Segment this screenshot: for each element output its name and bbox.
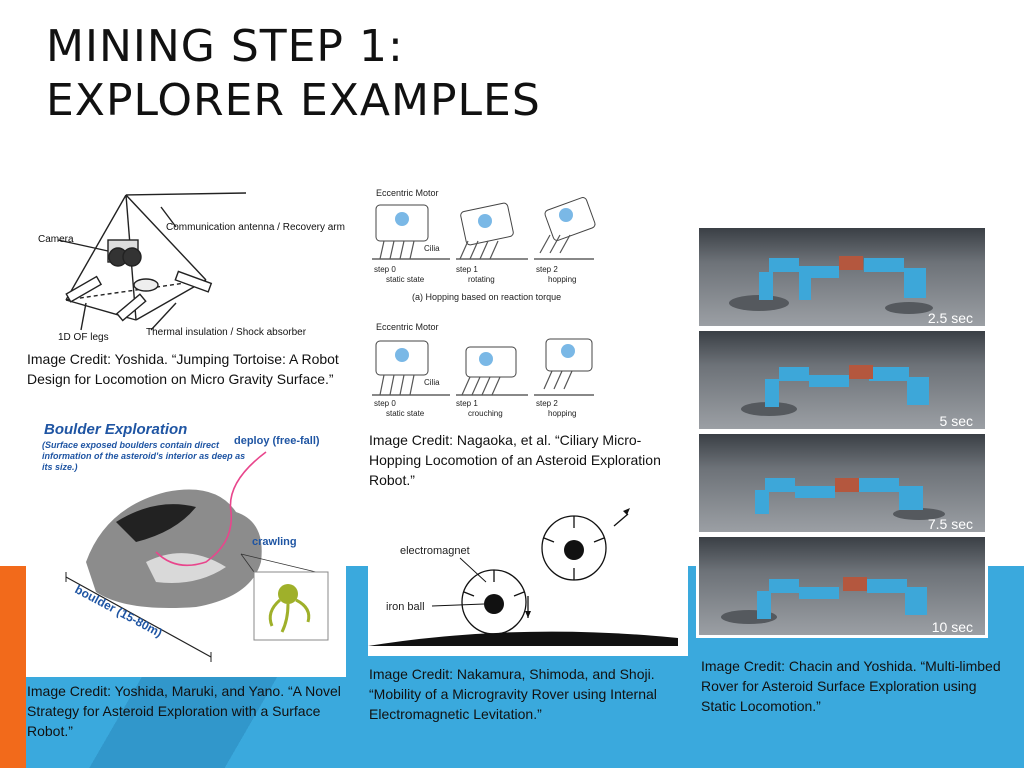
deploy-label: deploy (free-fall): [234, 435, 320, 447]
tortoise-diagram: Camera Communication antenna / Recovery …: [38, 192, 345, 343]
thermal-label: Thermal insulation / Shock absorber: [146, 327, 307, 338]
levitation-diagram: electromagnet iron ball: [368, 508, 678, 646]
title-line-2: EXPLORER EXAMPLES: [46, 75, 541, 126]
antenna-label: Communication antenna / Recovery arm: [166, 222, 345, 233]
frame-3-time: 7.5 sec: [928, 516, 973, 532]
caption-nagaoka: Image Credit: Nagaoka, et al. “Ciliary M…: [369, 432, 661, 488]
frame-1-time: 2.5 sec: [928, 310, 973, 326]
caption-yoshida-maruki-yano: Image Credit: Yoshida, Maruki, and Yano.…: [27, 683, 341, 739]
cilia-label-top: Cilia: [424, 244, 440, 253]
step-bottom-1: step 1: [456, 399, 478, 408]
cilia-label-bottom: Cilia: [424, 378, 440, 387]
rover-frame-4: 10 sec: [699, 537, 985, 635]
camera-label: Camera: [38, 234, 74, 245]
figure-electromagnetic-levitation: electromagnet iron ball: [368, 494, 688, 656]
step-bottom-0-name: static state: [386, 409, 425, 418]
electromagnet-label: electromagnet: [400, 545, 470, 557]
figure-boulder-exploration: Boulder Exploration (Surface exposed bou…: [26, 412, 346, 677]
boulder-subheading: (Surface exposed boulders contain direct…: [42, 440, 246, 472]
step-top-1-name: rotating: [468, 275, 495, 284]
figure-multilimbed-rover: 2.5 sec 5 sec 7.5 sec: [696, 226, 988, 638]
figure-ciliary-hopping: Eccentric Motor Cilia step 0 static stat…: [368, 183, 598, 423]
step-top-0: step 0: [374, 265, 396, 274]
crawling-label: crawling: [252, 536, 297, 548]
step-bottom-2: step 2: [536, 399, 558, 408]
rover-frame-1: 2.5 sec: [699, 228, 985, 326]
ciliary-diagram: Eccentric Motor Cilia step 0 static stat…: [372, 188, 596, 418]
caption-chacin: Image Credit: Chacin and Yoshida. “Multi…: [701, 658, 1001, 714]
step-top-1: step 1: [456, 265, 478, 274]
step-top-0-name: static state: [386, 275, 425, 284]
step-bottom-0: step 0: [374, 399, 396, 408]
boulder-heading: Boulder Exploration: [44, 421, 187, 438]
slide-title: MINING STEP 1: EXPLORER EXAMPLES: [46, 20, 541, 128]
caption-yoshida: Image Credit: Yoshida. “Jumping Tortoise…: [27, 351, 339, 387]
rover-frame-2: 5 sec: [699, 331, 985, 429]
frame-2-time: 5 sec: [940, 413, 973, 429]
blue-band-middle: [368, 656, 690, 768]
frame-4-time: 10 sec: [932, 619, 973, 635]
title-line-1: MINING STEP 1:: [46, 21, 404, 72]
iron-ball-label: iron ball: [386, 601, 425, 613]
caption-nakamura: Image Credit: Nakamura, Shimoda, and Sho…: [369, 666, 657, 722]
step-bottom-1-name: crouching: [468, 409, 503, 418]
figure-jumping-tortoise: Camera Communication antenna / Recovery …: [26, 185, 356, 345]
motor-label-bottom: Eccentric Motor: [376, 322, 439, 332]
step-top-2: step 2: [536, 265, 558, 274]
motor-label-top: Eccentric Motor: [376, 188, 439, 198]
rover-frame-3: 7.5 sec: [699, 434, 985, 532]
step-bottom-2-name: hopping: [548, 409, 576, 418]
boulder-diagram: Boulder Exploration (Surface exposed bou…: [42, 421, 329, 662]
hopping-subcaption: (a) Hopping based on reaction torque: [412, 292, 561, 302]
step-top-2-name: hopping: [548, 275, 576, 284]
legs-label: 1D OF legs: [58, 332, 109, 343]
